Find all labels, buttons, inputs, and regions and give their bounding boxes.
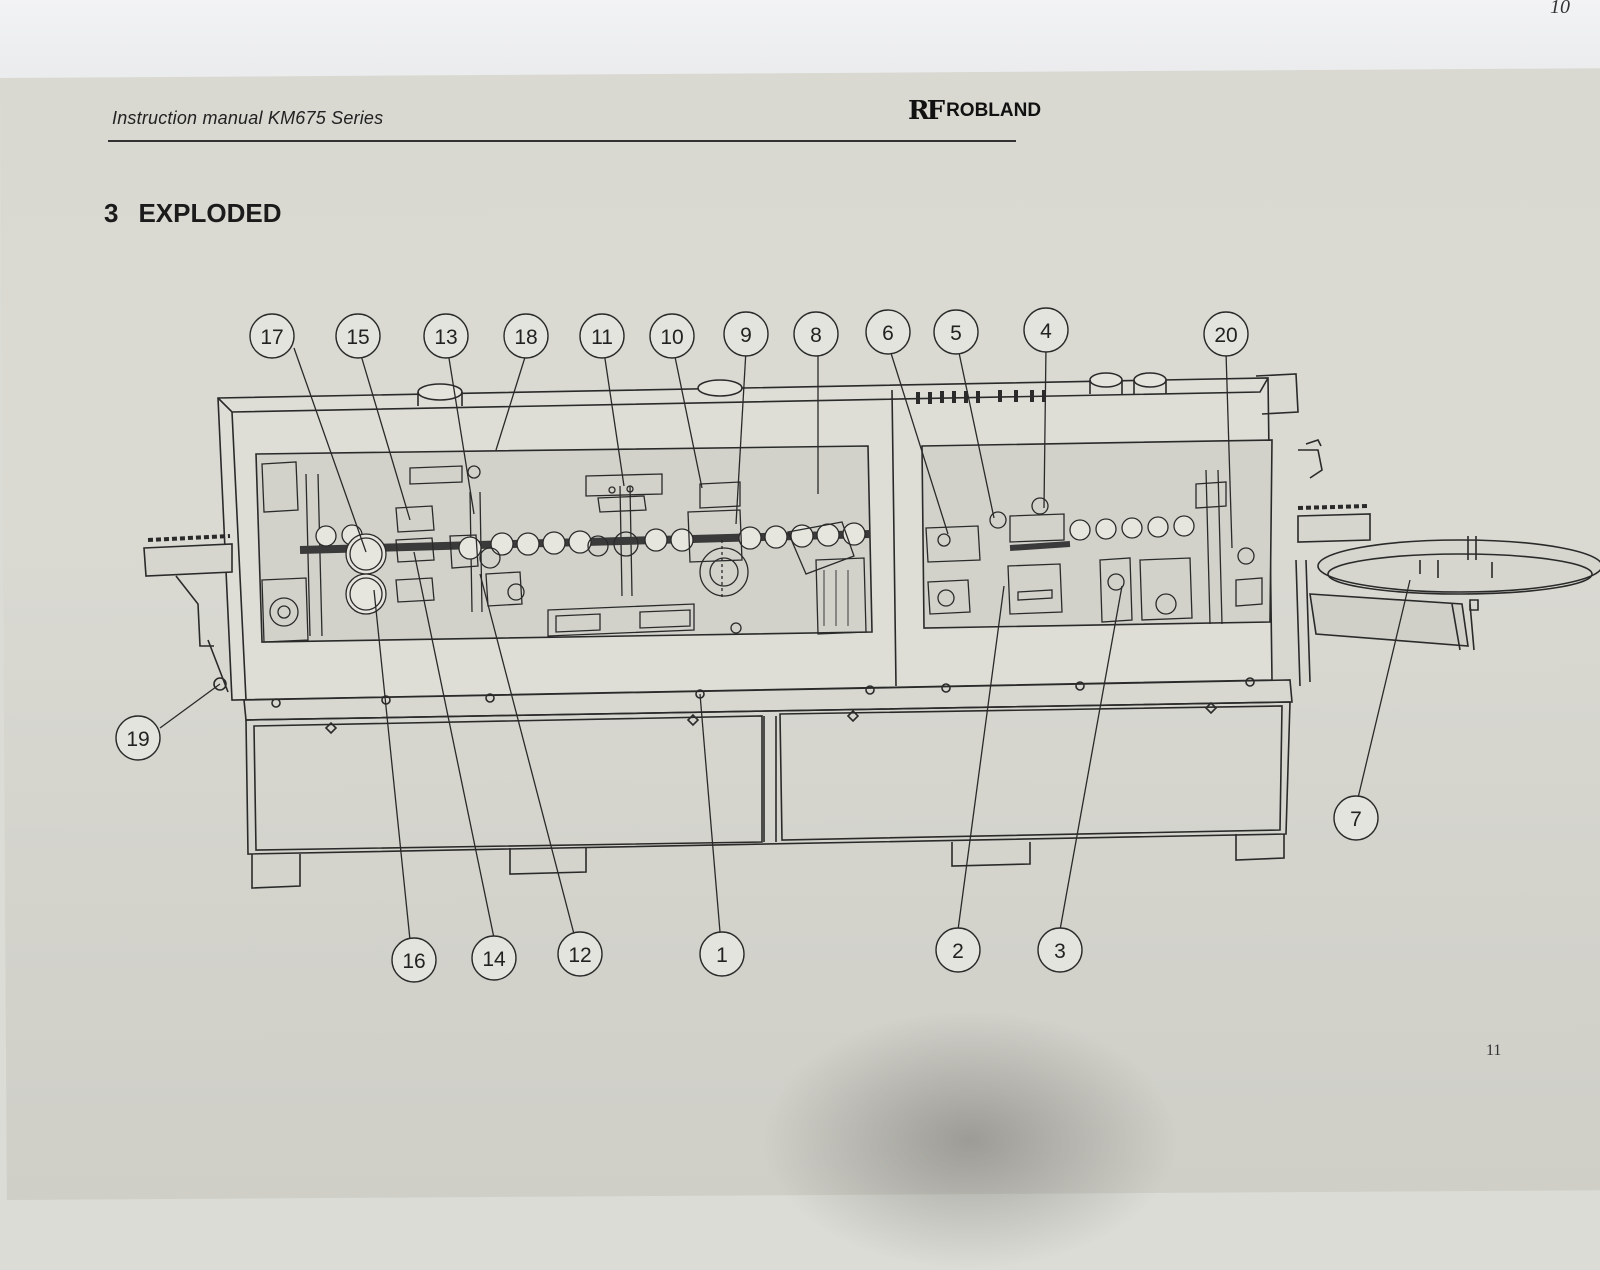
- svg-text:7: 7: [1350, 808, 1362, 831]
- callout-14: 14: [471, 935, 517, 981]
- svg-text:19: 19: [126, 728, 149, 751]
- callout-17: 17: [249, 313, 295, 359]
- section-title: EXPLODED: [138, 198, 282, 228]
- callout-4: 4: [1023, 307, 1069, 353]
- svg-text:16: 16: [402, 950, 425, 973]
- previous-page-number: 10: [1550, 0, 1570, 18]
- callout-2: 2: [935, 927, 981, 973]
- svg-text:11: 11: [591, 326, 613, 349]
- svg-text:14: 14: [482, 948, 506, 971]
- callout-6: 6: [865, 309, 911, 355]
- callout-3: 3: [1037, 927, 1083, 973]
- leader-lines: [159, 345, 1411, 941]
- svg-text:6: 6: [882, 322, 894, 345]
- callout-1: 1: [699, 931, 745, 977]
- callout-8: 8: [793, 311, 839, 357]
- svg-text:12: 12: [568, 944, 591, 967]
- svg-text:15: 15: [346, 326, 369, 349]
- rotary-table: [1309, 536, 1600, 651]
- svg-text:13: 13: [434, 326, 457, 349]
- svg-text:2: 2: [952, 940, 964, 963]
- svg-text:4: 4: [1040, 320, 1052, 343]
- infeed-table: [143, 534, 233, 693]
- callout-16: 16: [391, 937, 437, 983]
- svg-text:20: 20: [1214, 324, 1237, 347]
- logo-text: ROBLAND: [946, 100, 1042, 121]
- callout-9: 9: [723, 311, 769, 357]
- callout-18: 18: [503, 313, 549, 359]
- svg-text:9: 9: [740, 324, 752, 347]
- callout-11: 11: [579, 313, 625, 359]
- svg-text:17: 17: [260, 326, 283, 349]
- callout-15: 15: [335, 313, 381, 359]
- svg-text:1: 1: [716, 944, 728, 967]
- right-units: [925, 481, 1263, 623]
- machine-body: [217, 372, 1299, 889]
- callout-20: 20: [1203, 311, 1249, 357]
- svg-text:5: 5: [950, 322, 962, 345]
- svg-text:3: 3: [1054, 940, 1066, 963]
- header-rule: [108, 140, 1016, 142]
- manual-title: Instruction manual KM675 Series: [112, 108, 384, 128]
- section-number: 3: [104, 198, 119, 228]
- svg-text:8: 8: [810, 324, 822, 347]
- callout-10: 10: [649, 313, 695, 359]
- robland-logo: RF ROBLAND: [908, 96, 1041, 126]
- callouts: 17 15 13 18 11 10 9 8 6 5 4 20 19 7 16 1…: [115, 307, 1379, 983]
- section-heading: 3 EXPLODED: [104, 198, 282, 229]
- svg-text:18: 18: [514, 326, 537, 349]
- svg-text:10: 10: [660, 326, 683, 349]
- callout-5: 5: [933, 309, 979, 355]
- callout-12: 12: [557, 931, 603, 977]
- page-number: 11: [1486, 1042, 1502, 1059]
- callout-13: 13: [423, 313, 469, 359]
- callout-19: 19: [115, 715, 161, 761]
- callout-7: 7: [1333, 795, 1379, 841]
- logo-mark: RF: [908, 96, 945, 126]
- outfeed-support: [1295, 439, 1371, 687]
- exploded-diagram: 17 15 13 18 11 10 9 8 6 5 4 20 19 7 16 1…: [115, 307, 1600, 983]
